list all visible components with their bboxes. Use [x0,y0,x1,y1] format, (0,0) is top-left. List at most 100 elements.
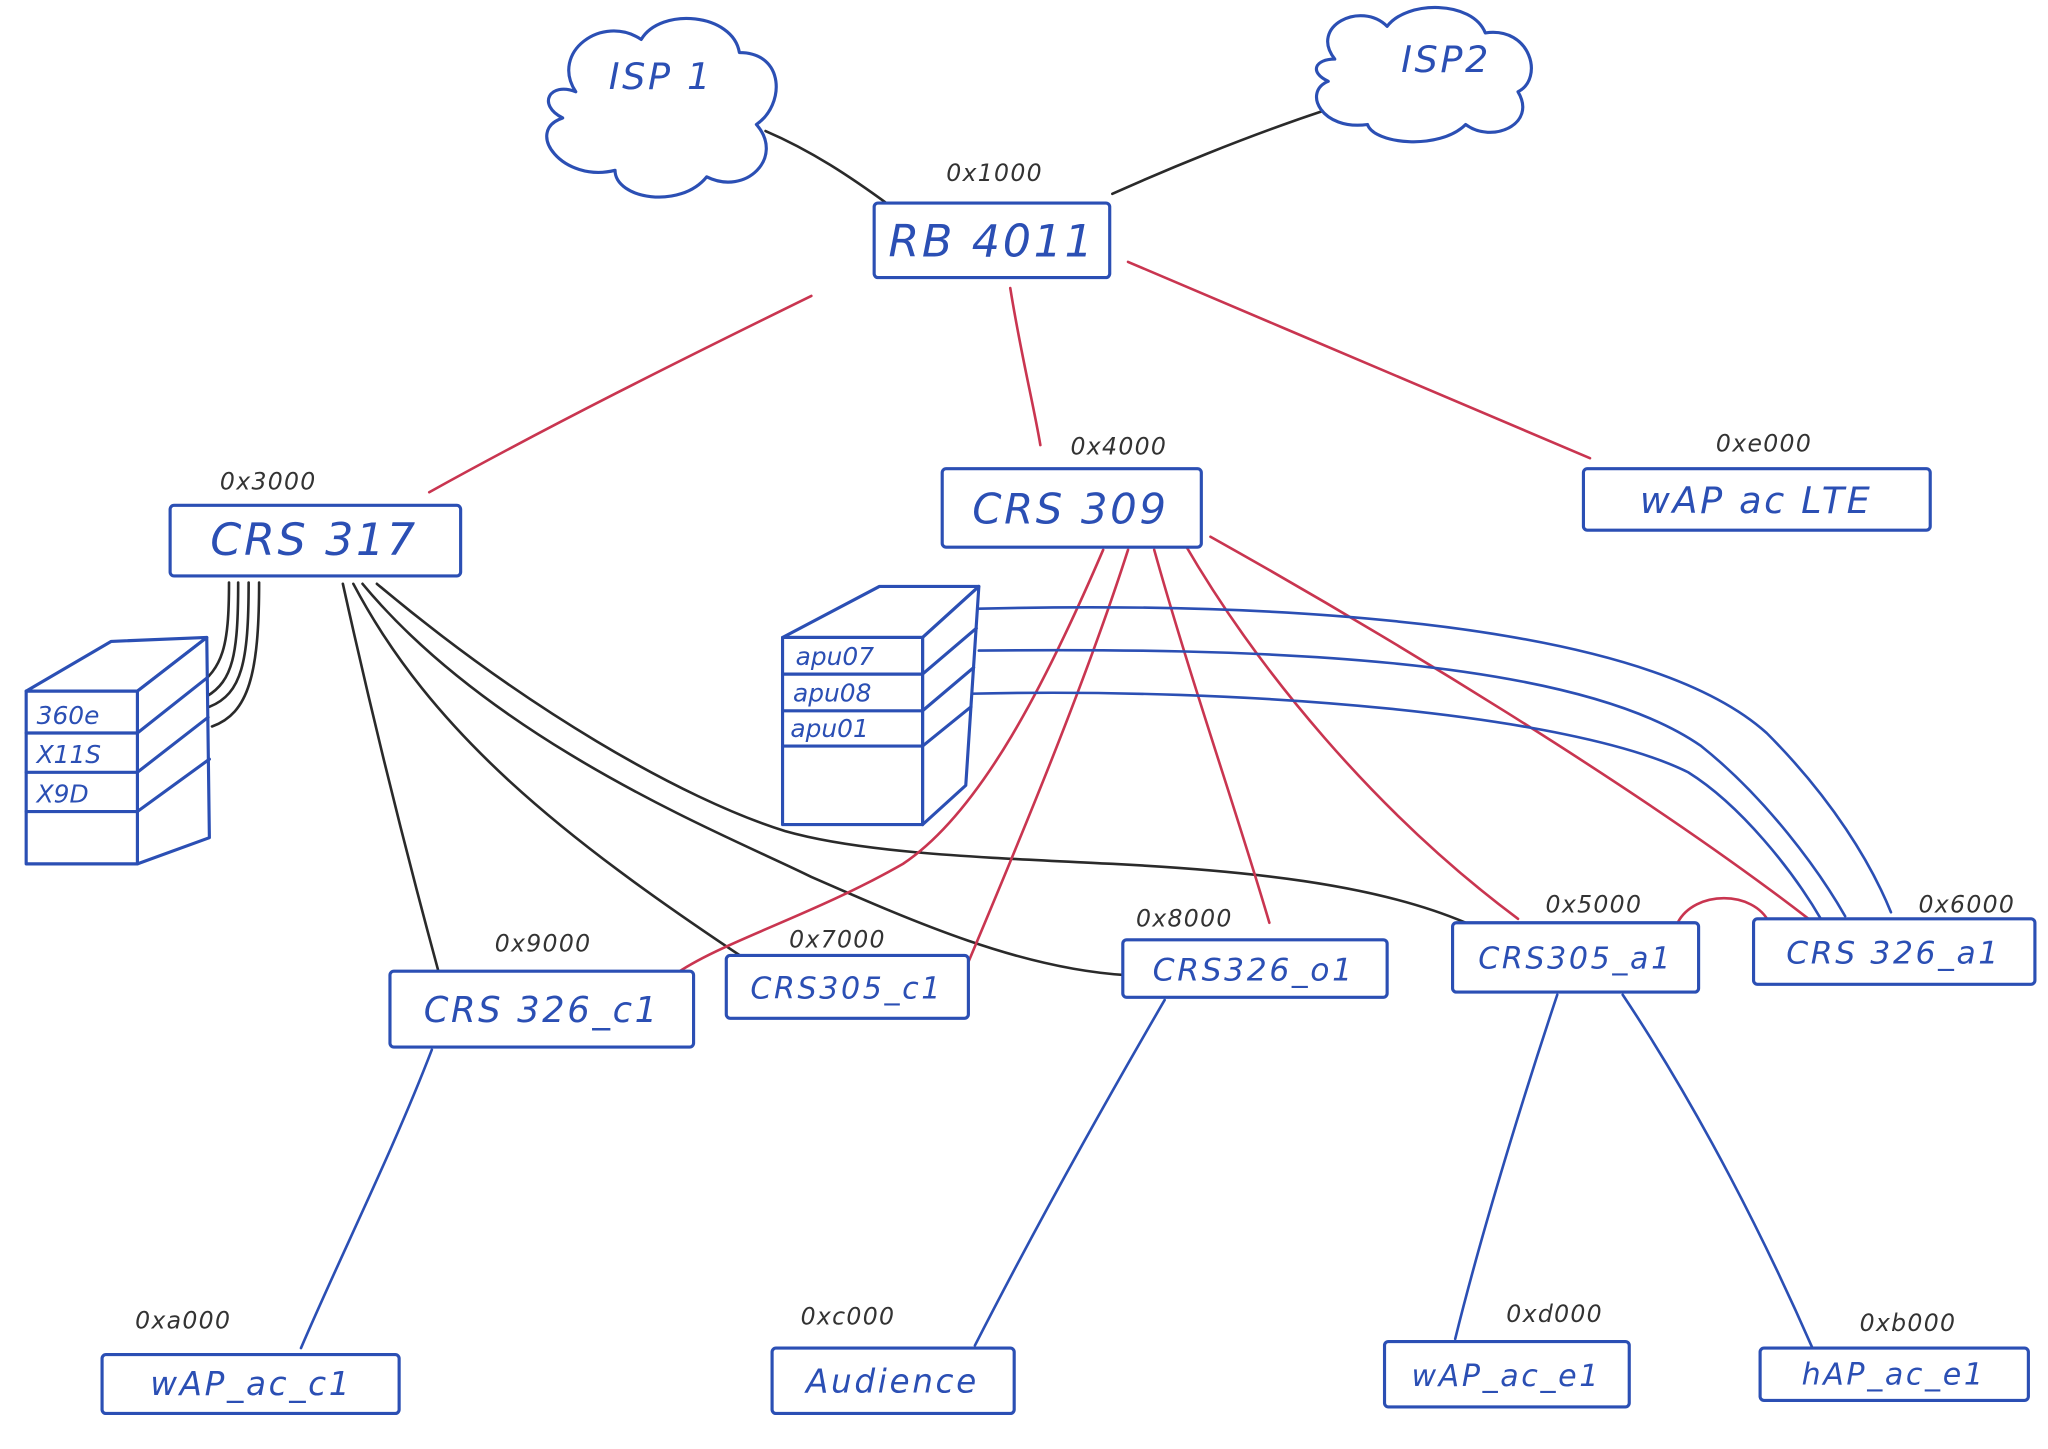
link-rb4011-crs309 [1008,286,1042,447]
link-crs326-o1-audience [973,998,1166,1347]
link-crs317-crs305-c1 [352,582,748,961]
node-wap-ac-e1-label: wAP_ac_e1 [1411,1359,1601,1394]
node-rb4011-address: 0x1000 [946,159,1043,187]
node-audience-box [770,1346,1016,1416]
node-crs309-address: 0x4000 [1071,432,1168,460]
node-hap-ac-e1-address: 0xb000 [1860,1309,1957,1337]
server-rack-middle: apu07 apu08 apu01 [780,584,981,827]
link-crs309-crs326-a1 [1209,535,1810,921]
node-wap-ac-e1-box [1382,1339,1631,1409]
link-crs305-a1-crs326-a1 [1676,896,1771,925]
link-crs305-a1-hap-ac-e1 [1621,993,1814,1350]
cloud-isp2-icon [1314,5,1533,144]
node-rb4011-box [872,201,1112,280]
node-crs309-box [940,467,1203,549]
link-crs317-rack-left-3 [208,581,250,709]
link-rb4011-wap-ac-lte [1126,260,1592,460]
link-crs317-crs326-o1 [361,582,1127,977]
node-wap-ac-lte: 0xe000 wAP ac LTE [1581,430,1932,532]
node-crs305-c1-box [724,953,970,1020]
node-crs326-c1-box [388,969,696,1049]
link-crs309-crs305-a1 [1182,541,1520,921]
link-crs317-rack-left-2 [205,581,240,698]
cloud-isp2: ISP2 [1314,5,1533,144]
rack-divider [921,705,973,748]
link-rack-middle-crs326-a1-2 [977,648,1847,918]
node-crs326-c1-address: 0x9000 [495,930,592,958]
node-crs305-c1-address: 0x7000 [789,926,886,954]
cloud-isp1: ISP 1 [545,17,778,199]
node-crs326-c1: 0x9000 CRS 326_c1 [388,930,696,1049]
link-isp1-rb4011 [764,129,892,207]
link-rb4011-crs317 [427,294,813,494]
link-crs317-rack-left-4 [210,581,261,728]
server-rack-middle-front [780,635,925,827]
cloud-isp1-label: ISP 1 [609,55,713,98]
rack-left-slot-2: X11S [35,740,101,769]
rack-divider [135,757,211,814]
rack-divider [921,626,978,676]
node-audience-label: Audience [804,1363,979,1401]
node-crs309: 0x4000 CRS 309 [940,432,1203,549]
node-wap-ac-e1: 0xd000 wAP_ac_e1 [1382,1300,1631,1409]
cloud-isp1-icon [545,17,778,199]
node-wap-ac-c1: 0xa000 wAP_ac_c1 [100,1306,401,1416]
rack-left-slot-1: 360e [37,701,100,730]
node-crs305-c1: 0x7000 CRS305_c1 [724,926,970,1020]
link-crs305-a1-wap-ac-e1 [1453,993,1559,1341]
link-crs309-crs305-c1 [967,548,1130,964]
node-wap-ac-lte-box [1581,467,1932,532]
link-crs317-crs305-a1 [375,582,1467,925]
node-audience: 0xc000 Audience [770,1303,1016,1416]
link-crs309-crs326-o1 [1152,548,1271,925]
node-wap-ac-e1-address: 0xd000 [1506,1300,1603,1328]
node-crs305-a1-box [1451,921,1701,994]
link-rack-middle-crs326-a1-3 [967,691,1823,922]
node-crs326-a1: 0x6000 CRS 326_a1 [1751,890,2037,986]
server-rack-left: 360e X11S X9D [24,635,211,866]
node-crs326-o1-address: 0x8000 [1136,905,1233,933]
node-crs317: 0x3000 CRS 317 [168,468,463,578]
node-crs309-label: CRS 309 [972,485,1168,534]
link-isp2-rb4011 [1111,110,1324,196]
node-wap-ac-c1-box [100,1353,401,1416]
node-crs326-a1-address: 0x6000 [1919,890,2016,918]
rack-divider [135,676,209,735]
node-crs326-c1-label: CRS 326_c1 [424,990,660,1031]
node-crs305-a1-label: CRS305_a1 [1478,942,1673,977]
node-wap-ac-lte-label: wAP ac LTE [1640,479,1873,522]
link-crs309-crs326-c1 [672,548,1105,977]
node-crs317-box [168,503,463,578]
node-crs317-label: CRS 317 [210,515,418,566]
node-rb4011: 0x1000 RB 4011 [872,159,1112,280]
rack-divider [921,666,976,713]
rack-middle-slot-2: apu08 [793,679,871,708]
node-hap-ac-e1-label: hAP_ac_e1 [1802,1358,1986,1393]
rack-divider [135,715,210,774]
rack-left-slot-3: X9D [35,779,89,808]
node-crs326-o1-label: CRS326_o1 [1153,952,1355,988]
link-crs326-c1-wap-ac-c1 [299,1048,434,1350]
server-rack-left-front [24,689,139,866]
node-crs305-c1-label: CRS305_c1 [750,972,943,1007]
node-rb4011-label: RB 4011 [888,217,1095,268]
links [194,110,1893,1350]
rack-middle-slot-1: apu07 [796,642,875,671]
node-hap-ac-e1: 0xb000 hAP_ac_e1 [1758,1309,2030,1402]
node-wap-ac-c1-address: 0xa000 [135,1306,231,1334]
node-crs326-a1-label: CRS 326_a1 [1786,935,2001,971]
node-crs305-a1-address: 0x5000 [1546,890,1643,918]
node-wap-ac-lte-address: 0xe000 [1716,430,1812,458]
node-crs305-a1: 0x5000 CRS305_a1 [1451,890,1701,994]
node-crs326-a1-box [1751,917,2037,986]
link-rack-middle-crs326-a1-1 [977,606,1893,914]
cloud-isp2-label: ISP2 [1401,38,1491,81]
node-crs317-address: 0x3000 [220,468,317,496]
node-wap-ac-c1-label: wAP_ac_c1 [150,1365,352,1403]
link-crs317-crs326-c1 [341,582,440,973]
node-crs326-o1-box [1121,938,1389,999]
node-audience-address: 0xc000 [801,1303,896,1331]
rack-middle-slot-3: apu01 [790,714,868,743]
node-hap-ac-e1-box [1758,1346,2030,1402]
